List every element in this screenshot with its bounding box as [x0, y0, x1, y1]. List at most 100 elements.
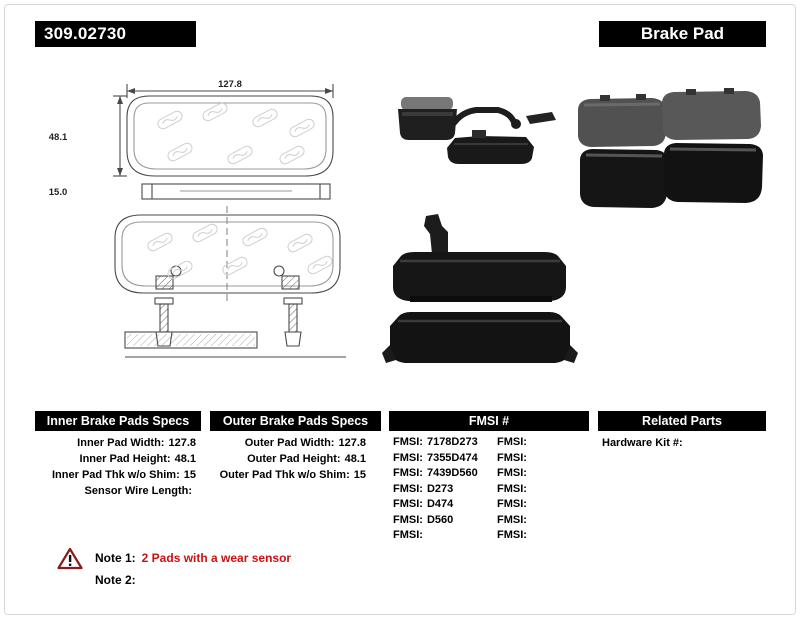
fmsi-cell: FMSI:D273	[393, 482, 497, 498]
inner-specs-header: Inner Brake Pads Specs	[35, 411, 201, 431]
related-parts-list: Hardware Kit #:	[602, 435, 687, 451]
pad-exploded-view	[114, 206, 341, 303]
spec-label: Outer Pad Height:	[247, 453, 341, 465]
fmsi-label: FMSI:	[497, 467, 527, 479]
fmsi-value: D560	[426, 513, 454, 526]
pad-with-sensor-photo	[393, 214, 566, 302]
spec-row-hardware-kit: Hardware Kit #:	[602, 435, 687, 451]
spec-row-outer-thk: Outer Pad Thk w/o Shim:15	[210, 467, 366, 483]
watermark-stamp	[165, 140, 195, 164]
spec-label: Outer Pad Thk w/o Shim:	[219, 469, 350, 481]
spec-value: 127.8	[338, 437, 366, 449]
fmsi-list: FMSI:7178D273 FMSI: FMSI:7355D474 FMSI: …	[393, 435, 601, 544]
fmsi-cell: FMSI:7439D560	[393, 466, 497, 482]
fmsi-label: FMSI:	[393, 467, 423, 479]
spec-row-outer-height: Outer Pad Height:48.1	[210, 451, 366, 467]
fmsi-label: FMSI:	[393, 513, 423, 526]
sensor-clip-photo	[451, 107, 521, 129]
pad-front-view	[126, 95, 334, 177]
watermark-stamp	[220, 254, 250, 278]
fmsi-label: FMSI:	[497, 436, 527, 448]
fmsi-label: FMSI:	[497, 513, 527, 526]
part-number: 309.02730	[35, 21, 196, 47]
wear-sensor-drawing	[283, 297, 303, 347]
fmsi-row: FMSI:D474 FMSI:	[393, 497, 601, 513]
watermark-stamp	[277, 143, 307, 167]
spec-value: 15	[183, 469, 196, 481]
fmsi-row: FMSI:7439D560 FMSI:	[393, 466, 601, 482]
fmsi-label: FMSI:	[393, 529, 423, 541]
spec-row-sensor-wire: Sensor Wire Length:	[35, 483, 196, 499]
fmsi-cell: FMSI:D560	[393, 513, 497, 529]
fmsi-value: D474	[426, 498, 454, 510]
spec-value: 127.8	[168, 437, 196, 449]
product-photos	[382, 88, 763, 363]
watermark-stamp	[250, 106, 280, 130]
fmsi-row: FMSI: FMSI:	[393, 528, 601, 544]
fmsi-row: FMSI:7178D273 FMSI:	[393, 435, 601, 451]
height-dim-label: 48.1	[49, 132, 68, 143]
fmsi-row: FMSI:D273 FMSI:	[393, 482, 601, 498]
outer-specs-header: Outer Brake Pads Specs	[210, 411, 381, 431]
fmsi-header: FMSI #	[389, 411, 589, 431]
watermark-stamp	[145, 230, 175, 254]
fmsi-cell: FMSI:7178D273	[393, 435, 497, 451]
shim-side-view	[124, 331, 258, 349]
note-1-text: 2 Pads with a wear sensor	[141, 551, 292, 565]
spec-label: Inner Pad Width:	[77, 437, 165, 449]
spec-row-inner-thk: Inner Pad Thk w/o Shim:15	[35, 467, 196, 483]
watermark-stamp	[200, 100, 230, 124]
technical-artwork: 127.8 48.1 15.0	[49, 79, 763, 363]
warning-icon	[57, 547, 83, 570]
pad-set-photo	[578, 88, 763, 208]
thickness-dim-label: 15.0	[49, 187, 68, 198]
fmsi-cell: FMSI:	[497, 513, 601, 529]
fmsi-value: 7439D560	[426, 467, 478, 479]
fmsi-cell: FMSI:	[497, 482, 601, 498]
fmsi-row: FMSI:D560 FMSI:	[393, 513, 601, 529]
related-parts-header: Related Parts	[598, 411, 766, 431]
spec-row-outer-width: Outer Pad Width:127.8	[210, 435, 366, 451]
watermark-stamp	[155, 108, 185, 132]
watermark-stamp	[285, 231, 315, 255]
fmsi-cell: FMSI:	[393, 528, 497, 544]
spec-value: 48.1	[174, 453, 196, 465]
inner-specs-list: Inner Pad Width:127.8 Inner Pad Height:4…	[35, 435, 196, 499]
spec-label: Inner Pad Height:	[79, 453, 171, 465]
width-dim-label: 127.8	[218, 79, 242, 90]
pad-photo-bottom	[382, 312, 578, 363]
spec-label: Inner Pad Thk w/o Shim:	[52, 469, 180, 481]
spec-label: Sensor Wire Length:	[84, 485, 192, 497]
fmsi-label: FMSI:	[497, 482, 527, 495]
fmsi-row: FMSI:7355D474 FMSI:	[393, 451, 601, 467]
spec-label: Hardware Kit #:	[602, 437, 683, 449]
note-1-label: Note 1:	[95, 551, 136, 565]
fmsi-cell: FMSI:	[497, 466, 601, 482]
spec-value: 48.1	[344, 453, 366, 465]
pad-photo-small	[398, 97, 457, 140]
watermark-stamp	[305, 253, 335, 277]
note-2-label: Note 2:	[95, 573, 136, 587]
fmsi-cell: FMSI:7355D474	[393, 451, 497, 467]
spec-label: Outer Pad Width:	[244, 437, 335, 449]
note-1: Note 1: 2 Pads with a wear sensor	[95, 551, 291, 565]
fmsi-cell: FMSI:D474	[393, 497, 497, 513]
watermark-stamp	[190, 221, 220, 245]
spec-row-inner-width: Inner Pad Width:127.8	[35, 435, 196, 451]
fmsi-value: 7178D273	[426, 436, 478, 448]
fmsi-cell: FMSI:	[497, 451, 601, 467]
fmsi-label: FMSI:	[393, 451, 423, 464]
fmsi-cell: FMSI:	[497, 435, 601, 451]
spec-value: 15	[353, 469, 366, 481]
outer-specs-list: Outer Pad Width:127.8 Outer Pad Height:4…	[210, 435, 366, 483]
spec-row-inner-height: Inner Pad Height:48.1	[35, 451, 196, 467]
watermark-stamp	[240, 225, 270, 249]
fmsi-label: FMSI:	[497, 529, 527, 541]
fmsi-value: 7355D474	[426, 451, 478, 464]
watermark-stamp	[287, 116, 317, 140]
hardware-clip-photo	[526, 112, 556, 124]
fmsi-label: FMSI:	[497, 451, 527, 464]
pad-photo-middle	[447, 130, 534, 164]
watermark-stamp	[225, 143, 255, 167]
fmsi-label: FMSI:	[393, 482, 423, 495]
